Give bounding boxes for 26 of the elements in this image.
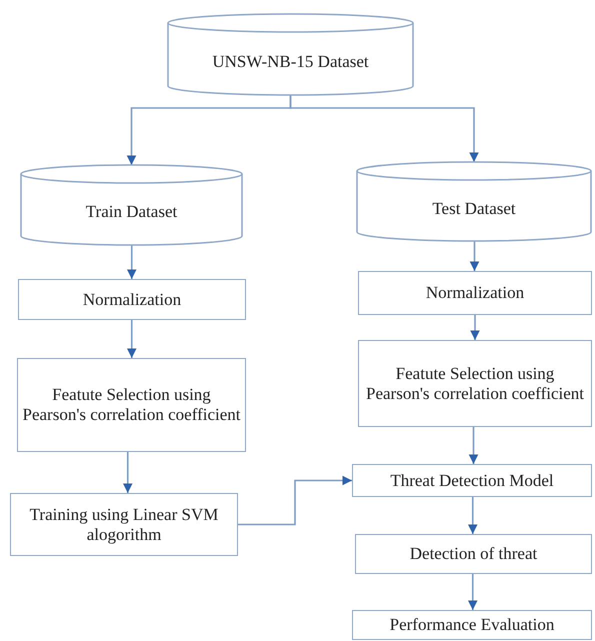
node-text: Training using Linear SVM alogorithm bbox=[28, 504, 220, 544]
arrow bbox=[126, 320, 137, 358]
arrow bbox=[470, 315, 480, 340]
node-text: Detection of threat bbox=[410, 544, 538, 564]
process-box bbox=[358, 271, 592, 315]
process-box bbox=[18, 279, 246, 320]
arrow bbox=[470, 241, 480, 271]
process-box bbox=[355, 534, 592, 574]
process-box bbox=[10, 493, 238, 556]
arrow bbox=[122, 452, 133, 493]
arrow bbox=[468, 497, 478, 534]
process-box bbox=[17, 358, 246, 452]
arrow bbox=[468, 427, 478, 464]
arrow bbox=[238, 476, 352, 526]
node-text: Threat Detection Model bbox=[390, 470, 554, 490]
arrow bbox=[126, 245, 137, 279]
arrow bbox=[290, 95, 479, 162]
process-box bbox=[358, 340, 592, 427]
node-text: Performance Evaluation bbox=[390, 615, 554, 635]
arrow bbox=[468, 574, 478, 610]
node-text: Normalization bbox=[82, 290, 182, 310]
process-box bbox=[352, 464, 592, 497]
node-text: Featute Selection using Pearson's correlation coefficient bbox=[22, 385, 242, 425]
process-box bbox=[352, 610, 592, 640]
node-text: Featute Selection using Pearson's correlation coefficient bbox=[365, 364, 585, 404]
node-text: Normalization bbox=[426, 283, 524, 303]
